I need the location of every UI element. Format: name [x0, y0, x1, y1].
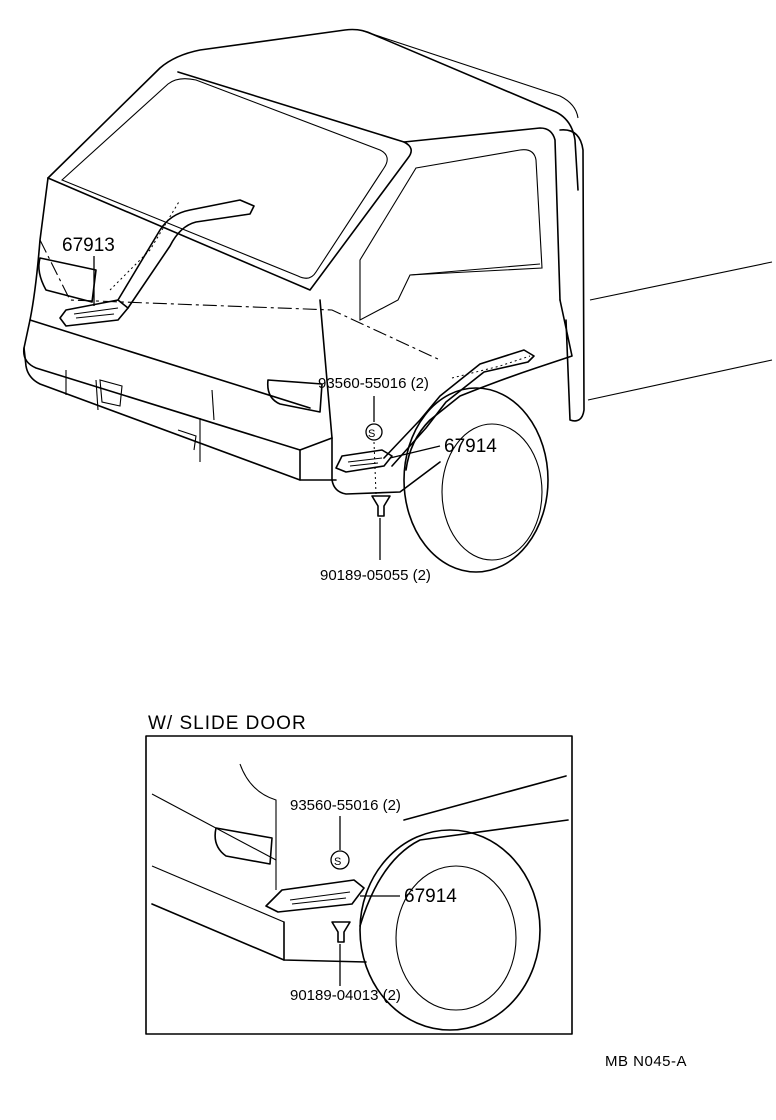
callout-screw-main: 93560-55016 (2) — [318, 375, 429, 392]
inset-frame — [145, 735, 573, 1035]
leader-lines-main — [93, 256, 441, 560]
leader-lines-inset — [339, 816, 400, 986]
inset-drawing — [151, 763, 569, 1031]
callout-67913: 67913 — [62, 235, 115, 256]
inset-title: W/ SLIDE DOOR — [148, 713, 307, 734]
callout-67914-inset: 67914 — [404, 886, 457, 907]
callout-clip-inset: 90189-04013 (2) — [290, 987, 401, 1004]
clip-icon-main — [371, 495, 391, 517]
cab-drawing — [22, 28, 773, 573]
screw-symbol-main — [365, 423, 383, 441]
screw-symbol-inset — [330, 850, 350, 870]
screw-letter-inset: S — [334, 856, 341, 868]
callout-screw-inset: 93560-55016 (2) — [290, 797, 401, 814]
diagram-reference-code: MB N045-A — [605, 1053, 687, 1070]
screw-letter-main: S — [368, 428, 375, 440]
callout-clip-main: 90189-05055 (2) — [320, 567, 431, 584]
callout-67914-main: 67914 — [444, 436, 497, 457]
clip-icon-inset — [331, 921, 351, 943]
